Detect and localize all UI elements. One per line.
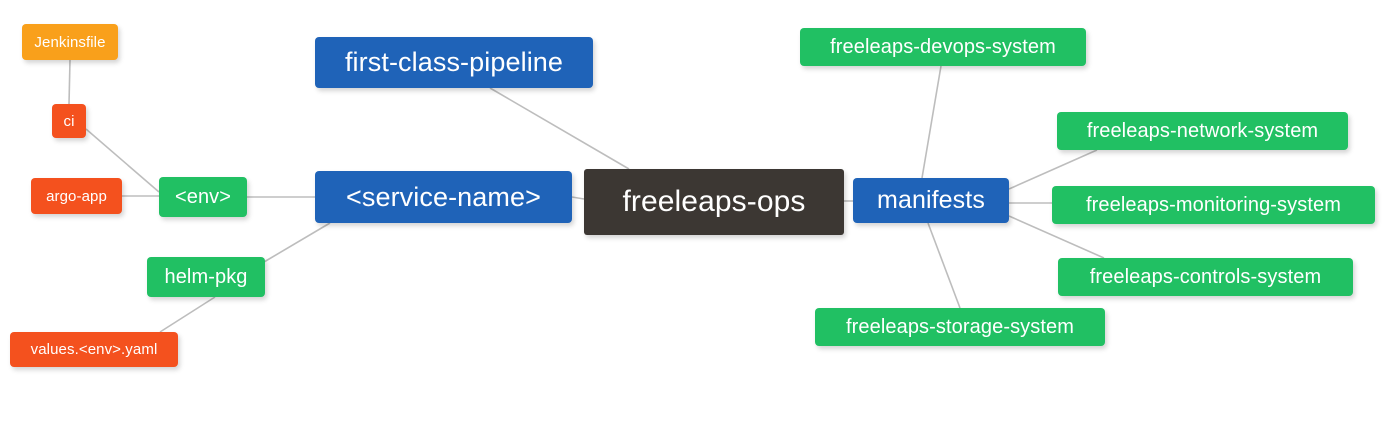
- node-label: argo-app: [46, 187, 107, 205]
- node-label: freeleaps-controls-system: [1089, 266, 1322, 288]
- node-label: freeleaps-monitoring-system: [1085, 194, 1341, 216]
- node-argo-app[interactable]: argo-app: [31, 178, 122, 214]
- node-label: <env>: [174, 186, 232, 208]
- node-values-yaml[interactable]: values.<env>.yaml: [10, 332, 178, 367]
- node-monitoring-system[interactable]: freeleaps-monitoring-system: [1052, 186, 1375, 224]
- node-label: freeleaps-network-system: [1086, 120, 1319, 142]
- node-label: freeleaps-devops-system: [830, 36, 1056, 58]
- node-ci[interactable]: ci: [52, 104, 86, 138]
- node-service-name[interactable]: <service-name>: [315, 171, 572, 223]
- node-manifests[interactable]: manifests: [853, 178, 1009, 223]
- node-label: ci: [63, 112, 75, 130]
- node-label: freeleaps-storage-system: [845, 316, 1075, 338]
- edge-jenkinsfile-to-ci: [68, 59, 71, 105]
- node-helm-pkg[interactable]: helm-pkg: [147, 257, 265, 297]
- edge-manifests-to-storage-system: [927, 222, 961, 309]
- node-label: values.<env>.yaml: [30, 341, 158, 358]
- node-env[interactable]: <env>: [159, 177, 247, 217]
- node-network-system[interactable]: freeleaps-network-system: [1057, 112, 1348, 150]
- node-devops-system[interactable]: freeleaps-devops-system: [800, 28, 1086, 66]
- node-label: helm-pkg: [164, 266, 248, 288]
- node-label: <service-name>: [346, 181, 541, 212]
- edge-values-yaml-to-helm-pkg: [159, 296, 216, 333]
- edge-manifests-to-devops-system: [921, 65, 942, 179]
- node-first-class-pipeline[interactable]: first-class-pipeline: [315, 37, 593, 88]
- node-label: freeleaps-ops: [622, 185, 806, 218]
- edge-service-name-to-freeleaps-ops: [571, 196, 585, 200]
- edge-first-class-pipeline-to-freeleaps-ops: [489, 87, 630, 170]
- node-label: Jenkinsfile: [34, 33, 106, 51]
- node-label: manifests: [877, 186, 985, 214]
- edge-manifests-to-network-system: [1008, 149, 1098, 190]
- node-label: first-class-pipeline: [344, 47, 564, 77]
- node-storage-system[interactable]: freeleaps-storage-system: [815, 308, 1105, 346]
- edge-helm-pkg-to-service-name: [263, 222, 331, 263]
- node-jenkinsfile[interactable]: Jenkinsfile: [22, 24, 118, 60]
- node-controls-system[interactable]: freeleaps-controls-system: [1058, 258, 1353, 296]
- node-freeleaps-ops[interactable]: freeleaps-ops: [584, 169, 844, 235]
